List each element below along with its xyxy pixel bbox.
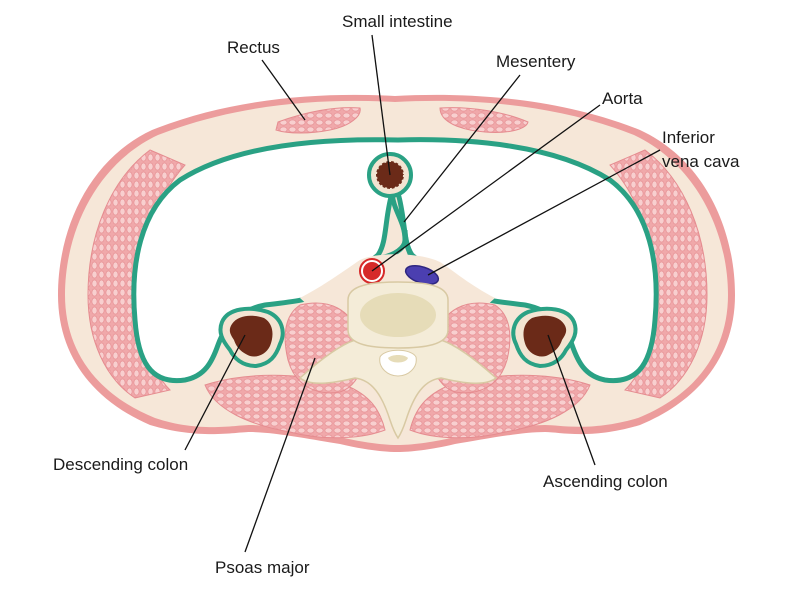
label-inferior-vena-cava-line2: vena cava (662, 152, 740, 171)
leader-descending-colon (184, 334, 246, 451)
leader-rectus (261, 59, 306, 121)
spinal-canal (379, 349, 417, 377)
rectus-muscle-left (275, 107, 361, 134)
vertebra (298, 281, 498, 440)
label-aorta: Aorta (602, 89, 643, 108)
label-ascending-colon: Ascending colon (543, 472, 668, 491)
leader-aorta (371, 104, 601, 272)
leader-ascending-colon (547, 334, 596, 466)
labels: Small intestine Rectus Mesentery Aorta I… (53, 12, 740, 577)
leader-inferior-vena-cava (427, 149, 661, 276)
label-psoas-major: Psoas major (215, 558, 310, 577)
label-small-intestine: Small intestine (342, 12, 453, 31)
leader-mesentery (403, 74, 521, 223)
leader-psoas-major (244, 357, 316, 553)
leader-lines (184, 34, 661, 553)
leader-small-intestine (371, 34, 391, 176)
label-inferior-vena-cava-line1: Inferior (662, 128, 715, 147)
vertebral-arch (298, 339, 498, 440)
ascending-colon (511, 306, 578, 369)
label-mesentery: Mesentery (496, 52, 576, 71)
label-descending-colon: Descending colon (53, 455, 188, 474)
label-rectus: Rectus (227, 38, 280, 57)
